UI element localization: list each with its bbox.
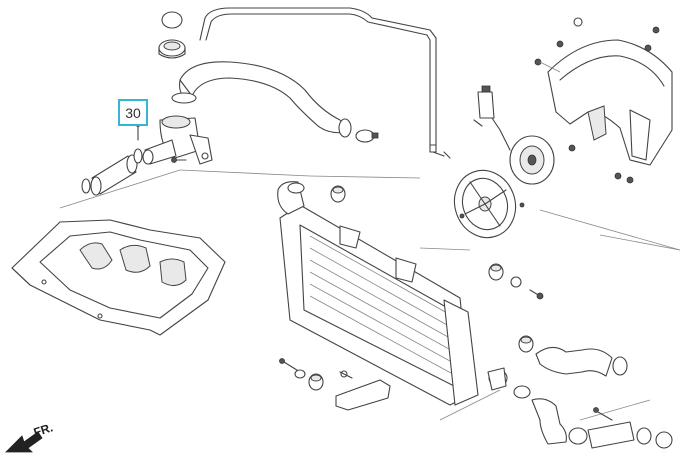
part-callout-30[interactable]: 30 — [118, 99, 148, 126]
breather-hose — [199, 7, 451, 159]
thermostat-housing — [135, 115, 213, 165]
bottom-mount-hardware — [279, 358, 391, 411]
radiator-guard-foam — [11, 219, 226, 336]
leader-lines — [59, 169, 681, 421]
cooling-fan — [453, 169, 525, 239]
lower-radiator-hoses — [513, 335, 673, 449]
upper-radiator-hose — [179, 61, 352, 138]
reservoir-cap — [158, 11, 186, 59]
fan-motor — [473, 85, 555, 185]
coolant-pipe-left — [81, 148, 143, 196]
fan-shroud-bracket — [534, 17, 681, 251]
radiator — [277, 181, 508, 406]
hose-clamps — [171, 92, 379, 143]
arrow-down-left-icon — [5, 431, 43, 453]
radiator-mount-bushings — [330, 185, 544, 300]
